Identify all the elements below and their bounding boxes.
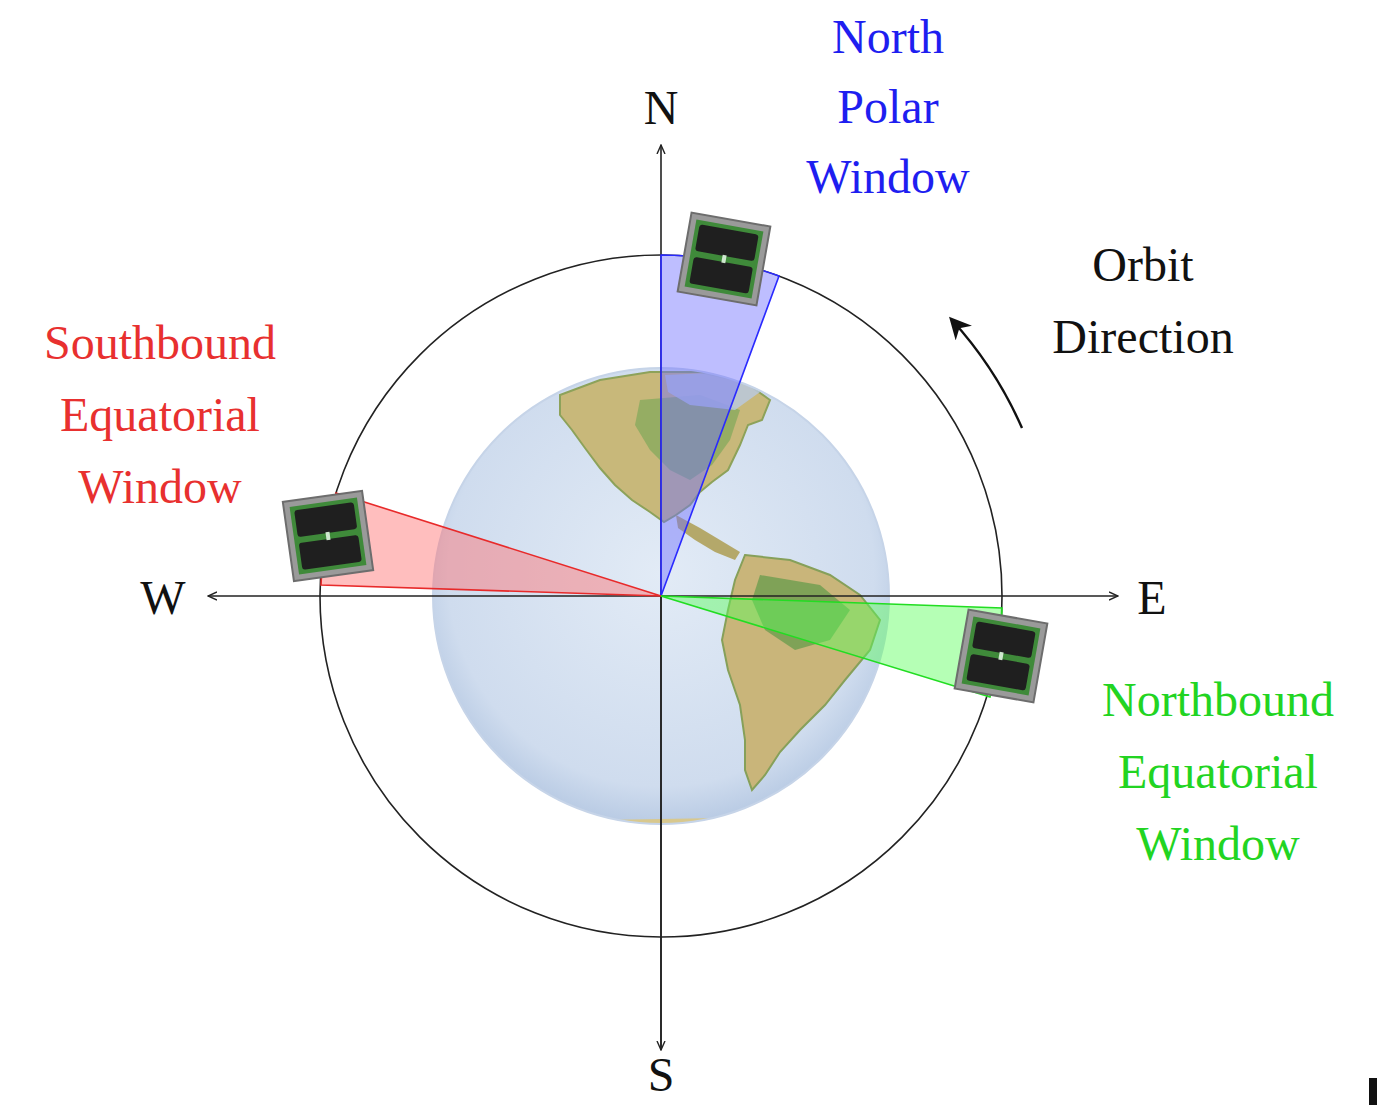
north-polar-window (661, 255, 779, 596)
orbit-direction-label: Orbit Direction (1052, 229, 1233, 373)
compass-north: N (644, 80, 679, 136)
south-america (722, 555, 880, 790)
compass-west: W (140, 570, 185, 626)
northbound-window (661, 596, 1002, 697)
axis-west (208, 595, 661, 597)
orbit-direction-arrow (952, 320, 1022, 428)
compass-east: E (1137, 570, 1166, 626)
window-label: North Polar Window (806, 2, 969, 212)
window-label: Southbound Equatorial Window (44, 307, 276, 523)
axis-south (660, 596, 662, 1050)
southbound-window (321, 493, 661, 596)
axis-east (661, 595, 1118, 597)
window-label: Northbound Equatorial Window (1102, 664, 1334, 880)
compass-south: S (648, 1047, 675, 1103)
edge-mark (1369, 1078, 1377, 1105)
orbit-circle (320, 255, 1002, 937)
